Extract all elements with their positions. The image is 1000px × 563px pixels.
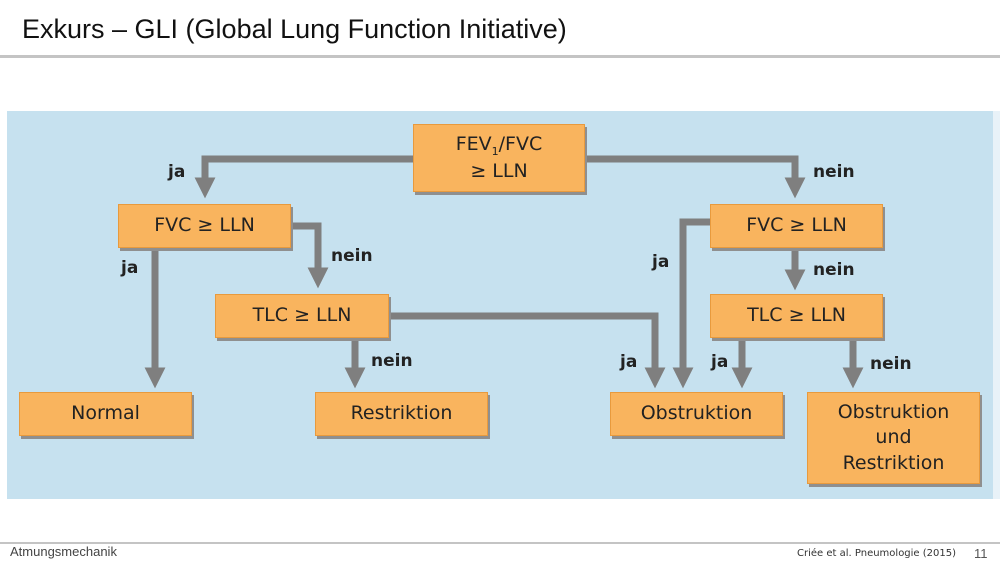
arrow-fvc-right-ja [672, 218, 710, 389]
arrow-tlc-left-ja [388, 312, 666, 389]
root-node-fev1-fvc: FEV1/FVC ≥ LLN [413, 124, 585, 192]
footer-divider [0, 542, 1000, 544]
label-tlc-right-nein: nein [870, 354, 912, 374]
panel-edge [993, 111, 1000, 499]
node-fvc-right: FVC ≥ LLN [710, 204, 883, 248]
arrow-fvc-left-nein [291, 222, 329, 289]
arrow-root-ja [194, 155, 414, 199]
label-tlc-left-nein: nein [371, 351, 413, 371]
node-restriktion: Restriktion [315, 392, 488, 436]
label-fvc-left-nein: nein [331, 246, 373, 266]
node-tlc-right: TLC ≥ LLN [710, 294, 883, 338]
node-obstruktion: Obstruktion [610, 392, 783, 436]
label-fvc-right-nein: nein [813, 260, 855, 280]
label-tlc-left-ja: ja [620, 352, 638, 372]
title-divider [0, 55, 1000, 58]
label-fvc-right-ja: ja [652, 252, 670, 272]
node-tlc-left: TLC ≥ LLN [215, 294, 389, 338]
slide-title: Exkurs – GLI (Global Lung Function Initi… [22, 14, 567, 44]
page-number: 11 [974, 546, 988, 561]
node-obstruktion-und-restriktion: Obstruktion und Restriktion [807, 392, 980, 484]
label-root-ja: ja [168, 162, 186, 182]
arrow-root-nein [585, 155, 806, 199]
label-fvc-left-ja: ja [121, 258, 139, 278]
node-fvc-left: FVC ≥ LLN [118, 204, 291, 248]
node-normal: Normal [19, 392, 192, 436]
footer-citation: Criée et al. Pneumologie (2015) [797, 548, 957, 559]
footer-section-name: Atmungsmechanik [10, 544, 117, 559]
label-root-nein: nein [813, 162, 855, 182]
label-tlc-right-ja: ja [711, 352, 729, 372]
